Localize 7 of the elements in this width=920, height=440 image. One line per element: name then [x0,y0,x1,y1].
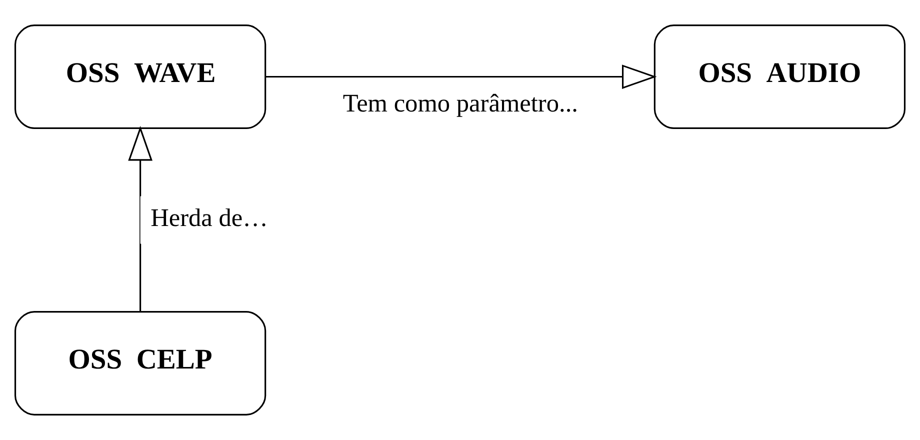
arrow [266,64,657,89]
node-box: OSS AUDIO [654,24,906,129]
arrow [128,126,152,312]
edge-label: Herda de… [150,204,268,232]
edge-label: Tem como parâmetro... [342,89,578,118]
node-box: OSS WAVE [14,24,266,129]
node-box: OSS CELP [14,311,266,416]
